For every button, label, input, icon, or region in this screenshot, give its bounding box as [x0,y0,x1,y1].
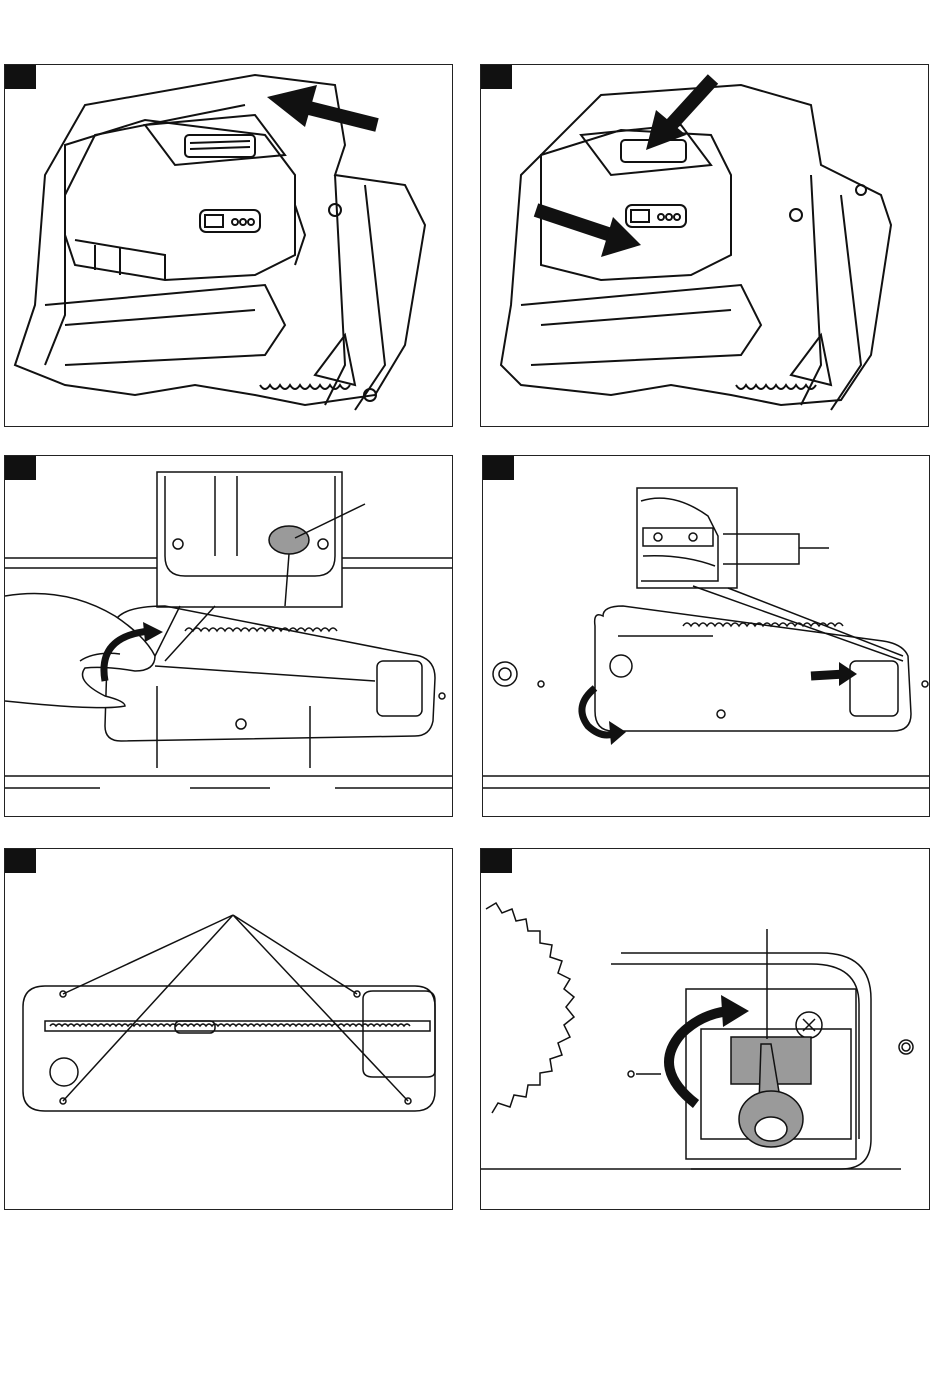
figure-riving-knife-lever [480,848,930,1210]
throat-plate-latch-illustration [483,456,930,817]
saw-blade-icon [185,628,337,631]
screw-icon [269,526,309,554]
figure-battery-insert [4,64,453,427]
throat-plate-remove-illustration [5,456,453,817]
arrow-icon [671,79,713,125]
curved-arrow-icon [582,688,613,735]
arrow-icon [305,107,377,125]
figure-throat-plate-latch [482,455,930,817]
battery-remove-illustration [481,65,929,427]
saw-blade-icon [486,903,574,1113]
battery-insert-illustration [5,65,453,427]
figure-throat-plate-screws [4,848,453,1210]
arrow-icon [536,210,611,235]
curved-arrow-icon [669,1011,729,1104]
figure-battery-remove [480,64,929,427]
battery-icon [65,120,295,280]
saw-blade-icon [50,1024,410,1026]
figure-throat-plate-remove [4,455,453,817]
riving-knife-lever-illustration [481,849,930,1210]
throat-plate-screws-illustration [5,849,453,1210]
